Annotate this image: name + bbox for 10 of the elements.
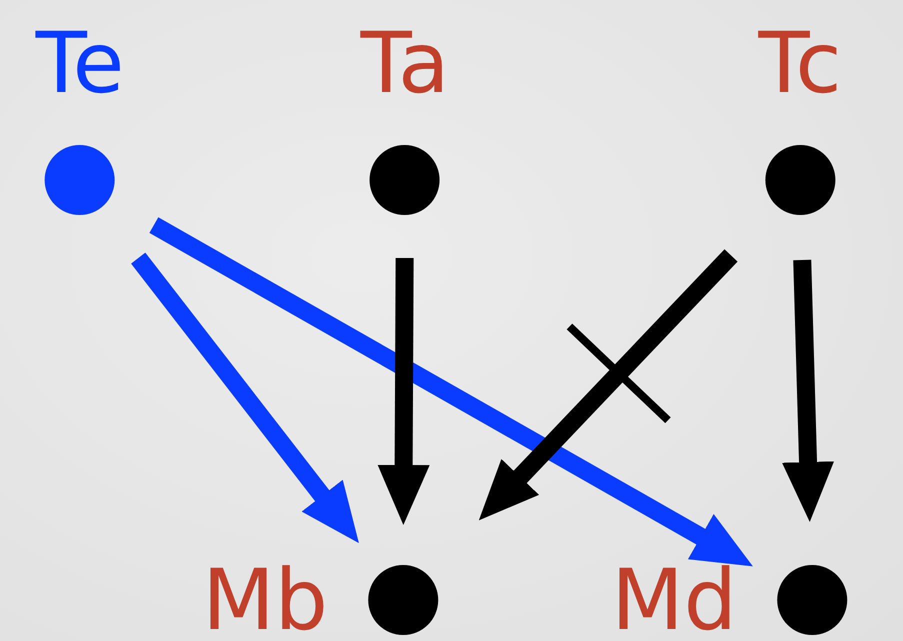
node-label: Tc	[758, 13, 842, 113]
node-label: Md	[611, 550, 737, 641]
node-label: Mb	[202, 550, 328, 641]
arrow	[131, 252, 359, 544]
arrow	[149, 217, 753, 566]
arrow	[478, 249, 738, 520]
node-label: Ta	[360, 13, 450, 113]
arrow	[782, 260, 834, 522]
node-label: Te	[36, 13, 124, 113]
arrow	[378, 258, 430, 525]
